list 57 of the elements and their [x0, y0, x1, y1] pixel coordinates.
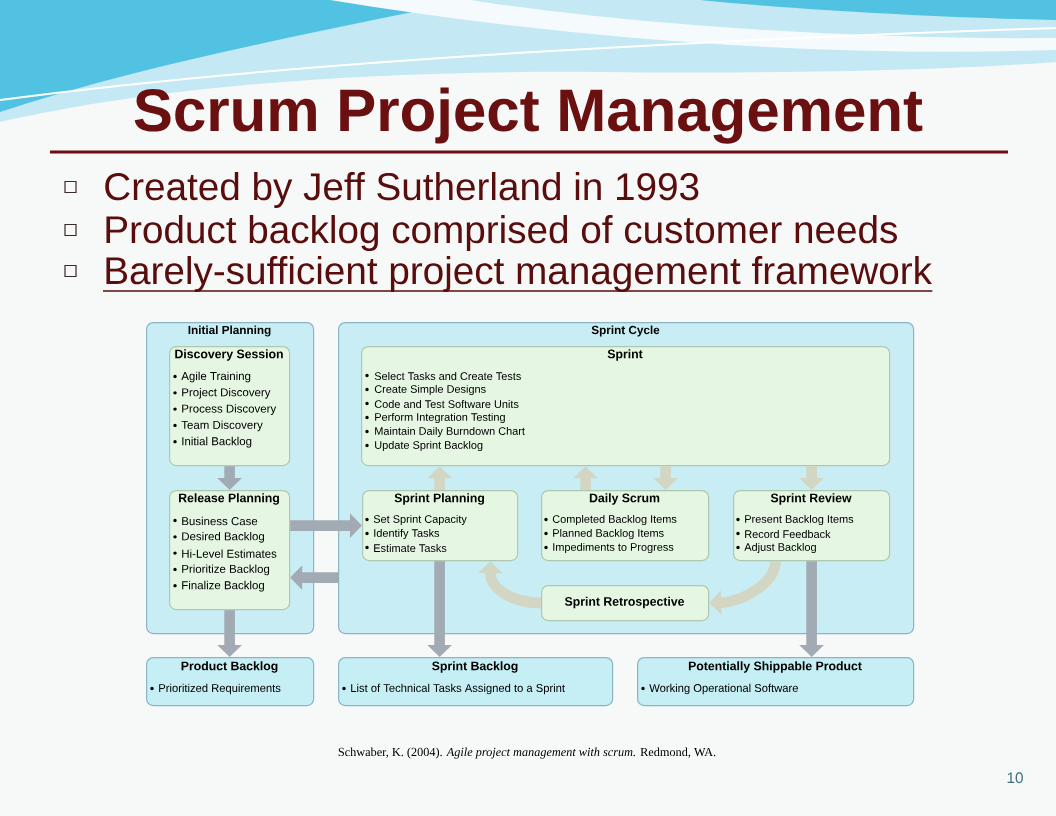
- stage-box: [362, 490, 519, 562]
- bullet-text: Created by Jeff Sutherland in 1993: [105, 171, 699, 209]
- box-title: Sprint Backlog: [432, 661, 518, 673]
- box-title: Sprint Retrospective: [564, 596, 685, 609]
- list-item: Agile Training: [181, 371, 251, 383]
- list-item: Business Case: [182, 516, 258, 526]
- bullet-text: Product backlog comprised of customer needs: [106, 214, 897, 251]
- stage-box: [169, 346, 291, 467]
- list-item: Select Tasks and Create Tests: [374, 372, 521, 380]
- list-item: Code and Test Software Units: [374, 400, 519, 408]
- list-item: Hi-Level Estimates: [182, 549, 277, 558]
- list-item: Identify Tasks: [374, 528, 440, 540]
- box-title: Product Backlog: [181, 661, 278, 673]
- box-title: Sprint: [607, 349, 643, 361]
- list-item: Team Discovery: [181, 420, 263, 432]
- list-item: Estimate Tasks: [374, 544, 447, 552]
- list-item: Finalize Backlog: [182, 580, 264, 592]
- list-item: Update Sprint Backlog: [375, 440, 483, 452]
- list-item: Set Sprint Capacity: [373, 514, 467, 526]
- list-item: Process Discovery: [182, 404, 277, 415]
- box-title: Daily Scrum: [589, 493, 660, 505]
- stage-box: [541, 490, 710, 562]
- list-item: Desired Backlog: [182, 531, 264, 543]
- curved-arrow: [477, 561, 542, 609]
- list-item: Perform Integration Testing: [375, 412, 505, 424]
- output-box: [146, 657, 315, 707]
- list-item: Planned Backlog Items: [553, 528, 664, 540]
- link-text: Barely-sufficient project management framework: [102, 255, 934, 292]
- stage-box: [733, 490, 891, 562]
- list-item: Project Discovery: [182, 387, 271, 399]
- list-item: Completed Backlog Items: [552, 514, 677, 526]
- list-item: Prioritized Requirements: [159, 683, 281, 695]
- box-title: Potentially Shippable Product: [688, 661, 862, 673]
- output-box: [338, 657, 614, 707]
- box-title: Discovery Session: [175, 349, 283, 361]
- citation: Schwaber, K. (2004). Agile project management with scrum. Redmond, WA.: [338, 747, 716, 759]
- box-title: Release Planning: [179, 493, 279, 505]
- list-item: Adjust Backlog: [744, 542, 816, 554]
- list-item: Working Operational Software: [649, 683, 798, 695]
- output-box: [637, 657, 915, 707]
- box-title: Sprint Review: [770, 493, 852, 505]
- list-item: List of Technical Tasks Assigned to a Sprint: [351, 683, 565, 695]
- stage-box: [361, 346, 891, 467]
- list-item: Impediments to Progress: [553, 542, 674, 554]
- list-item: Create Simple Designs: [374, 384, 486, 396]
- list-item: Initial Backlog: [182, 436, 252, 448]
- list-item: Maintain Daily Burndown Chart: [375, 426, 525, 438]
- list-item: Record Feedback: [745, 530, 831, 538]
- list-item: Prioritize Backlog: [182, 564, 270, 576]
- stage-box: [541, 585, 710, 622]
- stage-box: [169, 490, 291, 611]
- slide-title: Scrum Project Management: [134, 87, 923, 144]
- box-title: Sprint Planning: [394, 493, 484, 505]
- list-item: Present Backlog Items: [745, 514, 854, 526]
- panel-title: Initial Planning: [188, 325, 271, 337]
- panel-title: Sprint Cycle: [591, 325, 660, 337]
- page-number: 10: [1007, 772, 1023, 784]
